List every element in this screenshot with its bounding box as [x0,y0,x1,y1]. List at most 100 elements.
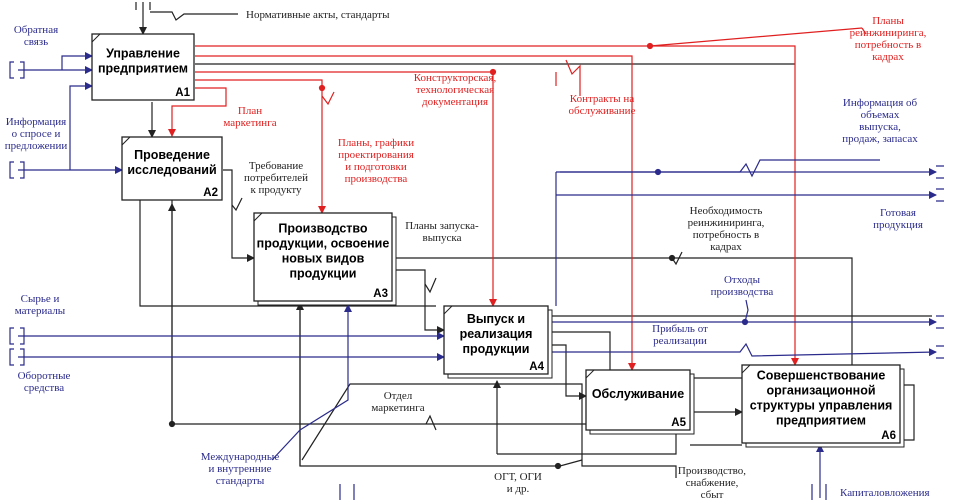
label-line: и подготовки [345,161,407,173]
arrow-production-plans [195,79,326,214]
label-line: Оборотные [18,370,71,382]
bracket-top [135,2,151,10]
label-line: сбыт [701,489,724,501]
arrow-a4-feedback [497,432,677,455]
label-line: Международные [201,451,280,463]
box-frame [121,136,223,201]
box-title-line: продукции [462,342,529,356]
box-frame [253,212,393,302]
bracket-info [9,161,25,179]
box-frame [443,305,549,375]
label-line: потребителей [244,172,308,184]
label-line: Сырье и [21,293,60,305]
bracket-right-3 [936,315,944,329]
bracket-bottom-a6 [811,484,827,500]
label-line: реинжиниринга, [850,27,927,39]
label-line: ОГТ, ОГИ [494,471,542,483]
label-line: Контракты на [570,93,635,105]
label-line: реинжиниринга, [688,217,765,229]
box-title: Обслуживание [592,387,684,401]
box-id: A4 [529,361,544,373]
box-title-line: предприятием [776,414,866,428]
squiggle-normative [150,11,238,21]
bracket-right-4 [936,345,944,359]
box-corner-tick [121,136,131,146]
arrow-a4-a5 [550,344,587,400]
box-id: A5 [671,417,686,429]
label-line: Требование [249,160,303,172]
label-line: Нормативные акты, стандарты [246,9,390,21]
box-corner-tick [253,212,263,222]
arrow-production-supply [581,435,677,478]
label-capital: Капиталовложения [840,487,930,499]
squiggle-contracts [565,59,581,96]
label-launch-plans: Планы запуска-выпуска [405,220,479,244]
box-title-line: Совершенствование [757,369,886,383]
box-title-line: Управление [106,47,180,61]
box-id: A3 [373,288,388,300]
tunnel-brackets [9,61,944,500]
label-line: Капиталовложения [840,487,930,499]
squiggle-reeng-label [861,27,867,35]
bracket-feedback [9,61,25,79]
arrow-marketing-dept [301,383,583,461]
box-corner-tick [443,305,453,315]
box-id: A1 [175,87,190,99]
label-line: производства [345,173,408,185]
junction-dot [654,168,662,176]
label-line: продукция [873,219,923,231]
label-line: и внутренние [208,463,271,475]
box-corner-tick [585,369,595,379]
bracket-right-2 [936,188,944,202]
arrow-a3-right [393,257,853,365]
label-line: к продукту [250,184,302,196]
label-production-supply: Производство,снабжение,сбыт [678,465,746,501]
squiggle-waste [744,299,749,323]
red-arrows [168,27,867,371]
label-line: Конструкторская, [414,72,497,84]
label-line: Производство, [678,465,746,477]
bracket-raw [9,327,25,345]
label-normative: Нормативные акты, стандарты [246,9,390,21]
label-line: Отдел [384,390,413,402]
label-line: о спросе и [12,128,61,140]
box-title-line: Производство [278,222,368,236]
squiggle-consumer [231,197,243,212]
label-line: продаж, запасах [842,133,918,145]
label-line: выпуска, [859,121,901,133]
bracket-right-1 [936,165,944,179]
arrow-reeng-top [195,27,863,47]
junction-dot [646,42,654,50]
label-line: Информация [6,116,66,128]
box-title-line: Выпуск и [467,312,525,326]
box-title-line: предприятием [98,62,188,76]
label-line: потребность в [855,39,921,51]
label-line: Планы, графики [338,137,414,149]
box-title-line: продукции, освоение [257,237,390,251]
label-line: проектирования [338,149,414,161]
box-title-line: организационной [766,384,875,398]
box-frame [741,364,901,444]
label-line: Планы [872,15,904,27]
label-line: реализации [653,335,707,347]
label-line: снабжение, [686,477,739,489]
box-id: A2 [203,187,218,199]
arrow-feedback-loop [61,52,93,70]
